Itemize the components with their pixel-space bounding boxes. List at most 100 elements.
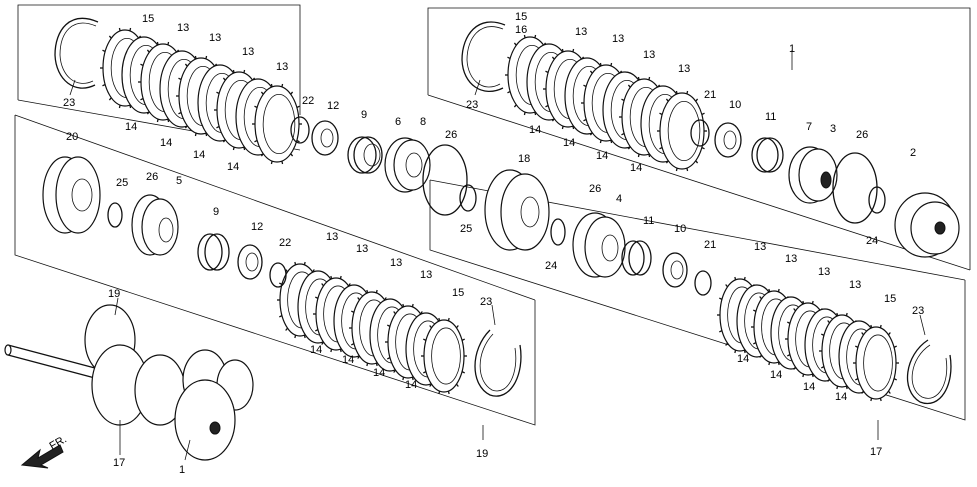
plate-tooth	[146, 49, 150, 53]
callout-17: 17	[870, 446, 882, 458]
plate-tooth	[545, 70, 549, 74]
plate-tooth	[402, 303, 405, 308]
callout-10: 10	[674, 223, 686, 235]
callout-15: 15	[142, 13, 154, 25]
plate-tooth	[321, 341, 325, 345]
callout-13: 13	[177, 22, 189, 34]
piston-4	[572, 212, 626, 278]
plate-tooth	[347, 283, 351, 287]
plate-tooth	[507, 90, 511, 94]
callout-14: 14	[563, 137, 575, 149]
plate-tooth	[429, 325, 433, 329]
snap-ring-23-top-right	[461, 21, 506, 93]
plate-tooth	[534, 34, 537, 39]
plate-tooth	[216, 125, 220, 129]
o-ring-26-b	[832, 152, 878, 224]
plate-tooth	[222, 77, 226, 81]
clutch-pack-top-left	[100, 27, 302, 165]
spring-retainer-10-a	[714, 122, 742, 158]
waved-ring-22-b	[269, 262, 287, 288]
callout-17: 17	[113, 457, 125, 469]
plate-tooth	[675, 90, 678, 95]
plate-tooth	[422, 371, 427, 374]
plate-tooth	[411, 303, 414, 308]
clutch-drum-20	[42, 156, 101, 234]
plate-inner-edge	[431, 327, 461, 385]
plate-tooth	[294, 334, 297, 339]
plate-tooth	[507, 56, 511, 60]
plate-tooth	[281, 83, 284, 88]
plate-tooth	[599, 62, 602, 67]
plate-tooth	[845, 312, 848, 317]
clutch-pack-bottom-right	[717, 276, 899, 402]
callout-9: 9	[361, 109, 367, 121]
plate-inner-edge	[667, 100, 701, 162]
plate-tooth	[129, 27, 132, 32]
plate-tooth	[330, 348, 333, 353]
plate-tooth	[260, 153, 264, 157]
plate-tooth	[870, 397, 873, 402]
return-spring-11-a	[751, 137, 784, 173]
plate-tooth	[194, 55, 197, 60]
waved-ring-21-b	[694, 270, 712, 296]
plate-tooth	[383, 297, 387, 301]
callout-12: 12	[327, 100, 339, 112]
plate-tooth	[455, 383, 459, 387]
plate-tooth	[260, 91, 264, 95]
callout-15: 15	[884, 293, 896, 305]
plate-tooth	[523, 34, 526, 39]
plate-tooth	[659, 112, 663, 116]
plate-tooth	[429, 383, 433, 387]
callout-26: 26	[445, 129, 457, 141]
callout-13: 13	[356, 243, 368, 255]
callout-12: 12	[251, 221, 263, 233]
clutch-plate	[855, 326, 897, 400]
callout-1: 1	[789, 43, 795, 55]
plate-tooth	[734, 276, 737, 281]
callout-10: 10	[729, 99, 741, 111]
plate-tooth	[156, 41, 159, 46]
plate-tooth	[243, 69, 246, 74]
plate-tooth	[290, 153, 294, 157]
callout-24: 24	[866, 235, 878, 247]
callout-22: 22	[302, 95, 314, 107]
plate-tooth	[545, 104, 549, 108]
plate-tooth	[648, 153, 651, 158]
callout-14: 14	[803, 381, 815, 393]
plate-tooth	[270, 83, 273, 88]
plate-tooth	[827, 320, 831, 324]
plate-tooth	[393, 311, 397, 315]
callout-11: 11	[643, 215, 654, 227]
plate-tooth	[743, 276, 746, 281]
plate-tooth	[572, 48, 575, 53]
plate-tooth	[802, 300, 805, 305]
plate-tooth	[129, 104, 132, 109]
callout-13: 13	[849, 279, 861, 291]
plate-tooth	[311, 269, 315, 273]
callout-26: 26	[589, 183, 601, 195]
plate-tooth	[290, 91, 294, 95]
callout-14: 14	[160, 137, 172, 149]
plate-tooth	[461, 371, 466, 374]
plate-inner-edge	[863, 334, 893, 392]
front-direction-arrow: FR.	[20, 433, 69, 469]
plate-tooth	[523, 111, 526, 116]
plate-tooth	[725, 342, 729, 346]
plate-tooth	[366, 289, 369, 294]
plate-tooth	[167, 41, 170, 46]
callout-15: 15	[515, 11, 527, 23]
callout-22: 22	[279, 237, 291, 249]
plate-tooth	[561, 125, 564, 130]
plate-tooth	[811, 300, 814, 305]
plate-tooth	[118, 27, 121, 32]
callout-13: 13	[785, 253, 797, 265]
plate-tooth	[887, 332, 891, 336]
clutch-drum-2	[894, 192, 960, 258]
plate-tooth	[419, 311, 423, 315]
plate-tooth	[870, 324, 873, 329]
callout-13: 13	[390, 257, 402, 269]
plate-tooth	[627, 84, 631, 88]
callout-14: 14	[125, 121, 137, 133]
callout-5: 5	[176, 175, 182, 187]
plate-tooth	[777, 288, 780, 293]
